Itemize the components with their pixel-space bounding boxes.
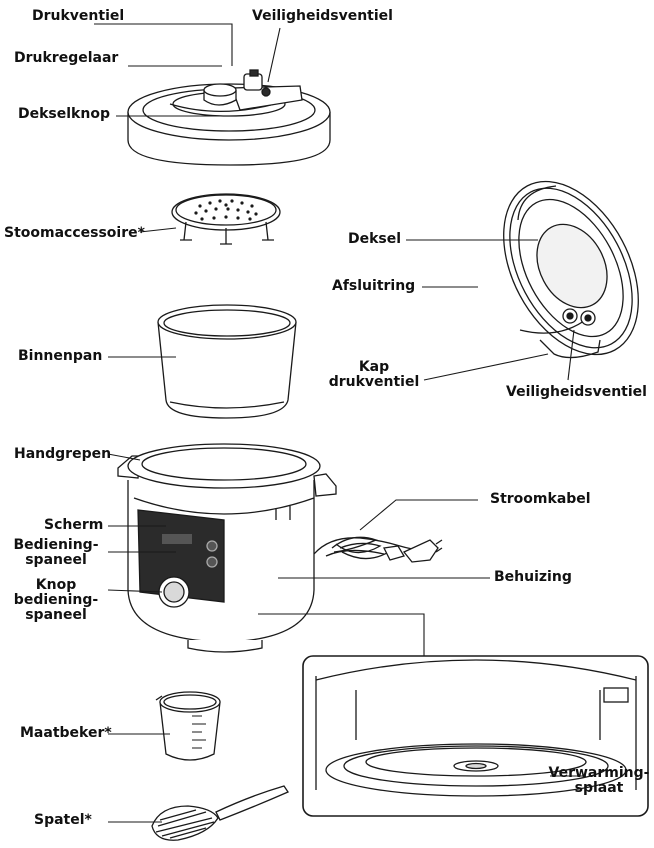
label-deksel: Deksel: [348, 231, 402, 247]
label-drukregelaar: Drukregelaar: [14, 50, 119, 66]
label-dekselknop: Dekselknop: [18, 106, 110, 122]
steam-rack-illustration: [171, 193, 281, 245]
label-scherm: Scherm: [44, 517, 104, 533]
label-maatbeker: Maatbeker*: [20, 725, 112, 741]
label-stoomaccessoire: Stoomaccessoire*: [4, 225, 145, 241]
label-spatel: Spatel*: [34, 812, 92, 828]
spatula-illustration: [151, 785, 289, 841]
label-knop-bedieningspaneel: Knop bediening- spaneel: [13, 577, 99, 623]
label-verwarmingsplaat: Verwarming- splaat: [548, 765, 650, 796]
label-handgrepen: Handgrepen: [14, 446, 112, 462]
label-bedieningspaneel: Bediening- spaneel: [13, 537, 99, 568]
cooker-body-illustration: [117, 443, 337, 653]
label-behuizing: Behuizing: [494, 569, 572, 585]
measuring-cup-illustration: [155, 691, 221, 761]
inner-pot-illustration: [157, 304, 297, 419]
label-drukventiel: Drukventiel: [32, 8, 125, 24]
power-cord-illustration: [313, 536, 443, 563]
label-veiligheidsventiel-right: Veiligheidsventiel: [506, 384, 647, 400]
label-binnenpan: Binnenpan: [18, 348, 103, 364]
sealing-ring-illustration: [503, 180, 639, 359]
lid-illustration: [127, 69, 331, 166]
label-afsluitring: Afsluitring: [332, 278, 416, 294]
label-stroomkabel: Stroomkabel: [490, 491, 591, 507]
leader-lines: [94, 23, 586, 823]
label-veiligheidsventiel-top: Veiligheidsventiel: [252, 8, 393, 24]
label-kap-drukventiel: Kap drukventiel: [328, 359, 420, 390]
